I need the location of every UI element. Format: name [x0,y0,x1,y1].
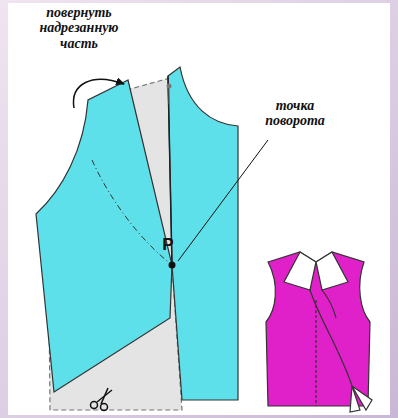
leader-line [178,140,268,261]
blouse-sketch [266,252,372,412]
pivot-point [169,262,176,269]
scissors-symbol [91,388,113,411]
instruction-label: повернуть надрезанную часть [24,5,134,51]
point-letter: P [158,236,178,255]
fixed-piece [168,67,238,400]
pin [167,84,172,105]
style-line [92,160,172,265]
rotated-piece [36,80,172,392]
pivot-label: точка поворота [250,98,340,129]
rotation-arrow [74,79,124,108]
